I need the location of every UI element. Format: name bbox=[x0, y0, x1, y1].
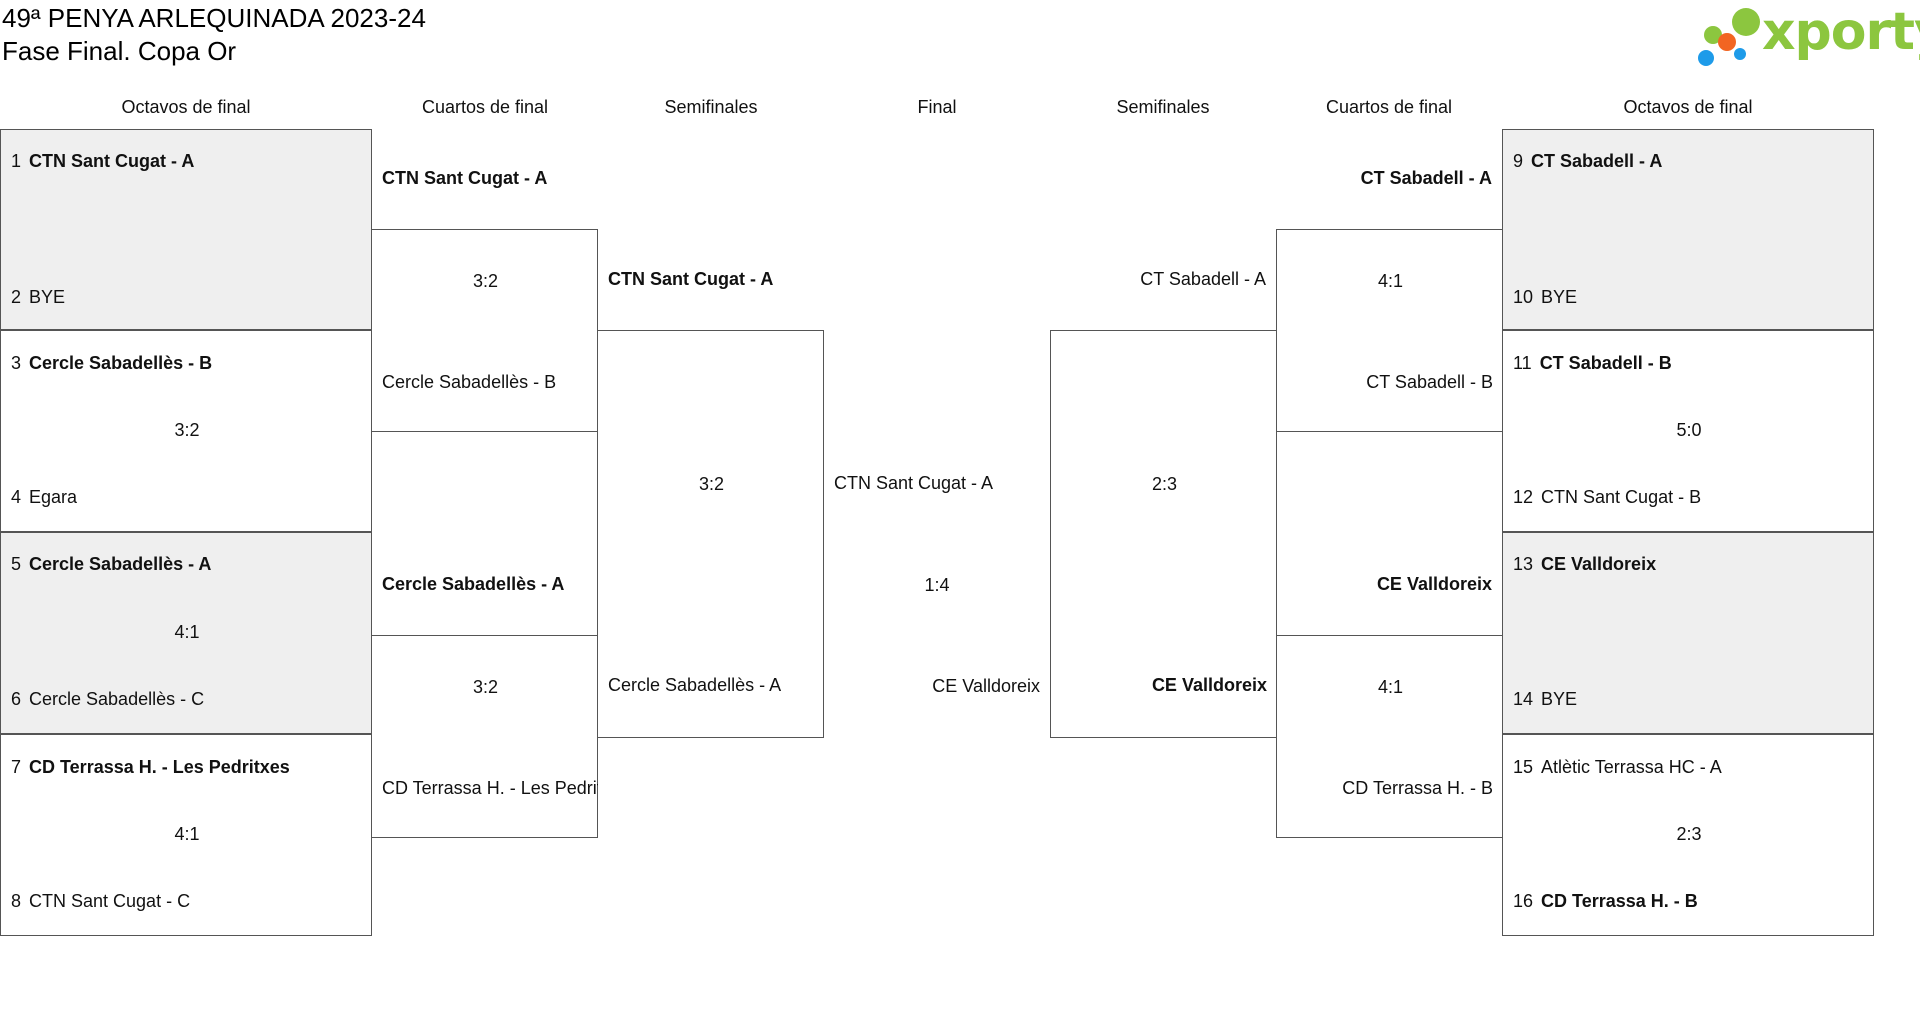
right-semi-team-2[interactable]: CE Valldoreix bbox=[1151, 675, 1267, 695]
left-cuartos-2-team-2[interactable]: CD Terrassa H. - Les Pedritxes bbox=[382, 778, 598, 798]
round-heading-left-semis: Semifinales bbox=[664, 97, 758, 117]
left-semi-team-2[interactable]: Cercle Sabadellès - A bbox=[608, 675, 782, 695]
right-semi-team-1[interactable]: CT Sabadell - A bbox=[1140, 269, 1266, 289]
right-cuartos-1-team-2[interactable]: CT Sabadell - B bbox=[1366, 372, 1493, 392]
right-cuartos-match-1: 4:1 CT Sabadell - B bbox=[1276, 229, 1503, 432]
match-score: 3:2 bbox=[472, 271, 499, 291]
left-semi-match: 3:2 Cercle Sabadellès - A bbox=[597, 330, 824, 738]
logo-text: xporty bbox=[1762, 2, 1920, 62]
left-cuartos-match-2: 3:2 CD Terrassa H. - Les Pedritxes bbox=[371, 635, 598, 838]
right-semi-match: 2:3 CE Valldoreix bbox=[1050, 330, 1277, 738]
round-heading-right-octavos: Octavos de final bbox=[1623, 97, 1753, 117]
left-cuartos-2-team-1[interactable]: Cercle Sabadellès - A bbox=[382, 574, 565, 594]
final-team-1[interactable]: CTN Sant Cugat - A bbox=[834, 473, 994, 493]
match-score: 4:1 bbox=[174, 622, 200, 642]
match-score: 4:1 bbox=[1377, 677, 1404, 697]
logo-dot-green-small-icon bbox=[1704, 26, 1722, 44]
logo-dot-blue-small-icon bbox=[1734, 48, 1746, 60]
title-line-2: Fase Final. Copa Or bbox=[2, 36, 237, 66]
logo-dot-green-icon bbox=[1732, 8, 1760, 36]
right-cuartos-2-team-1[interactable]: CE Valldoreix bbox=[1376, 574, 1492, 594]
title-line-1: 49ª PENYA ARLEQUINADA 2023-24 bbox=[2, 3, 426, 33]
right-cuartos-1-team-1[interactable]: CT Sabadell - A bbox=[1360, 168, 1492, 188]
final-team-2[interactable]: CE Valldoreix bbox=[932, 676, 1040, 696]
logo-dot-orange-icon bbox=[1718, 33, 1736, 51]
left-cuartos-1-team-2[interactable]: Cercle Sabadellès - B bbox=[382, 372, 557, 392]
final-score: 1:4 bbox=[924, 575, 950, 595]
match-score: 3:2 bbox=[472, 677, 499, 697]
left-cuartos-match-1: 3:2 Cercle Sabadellès - B bbox=[371, 229, 598, 432]
match-score: 2:3 bbox=[1151, 474, 1178, 494]
round-heading-left-octavos: Octavos de final bbox=[121, 97, 251, 117]
match-score: 3:2 bbox=[698, 474, 725, 494]
logo-dot-blue-icon bbox=[1698, 50, 1714, 66]
match-score: 5:0 bbox=[1676, 420, 1702, 440]
match-score: 3:2 bbox=[174, 420, 200, 440]
round-heading-final: Final bbox=[917, 97, 957, 117]
round-heading-left-cuartos: Cuartos de final bbox=[421, 97, 549, 117]
round-heading-right-semis: Semifinales bbox=[1116, 97, 1210, 117]
right-cuartos-2-team-2[interactable]: CD Terrassa H. - B bbox=[1342, 778, 1493, 798]
right-cuartos-match-2: 4:1 CD Terrassa H. - B bbox=[1276, 635, 1503, 838]
round-heading-right-cuartos: Cuartos de final bbox=[1325, 97, 1453, 117]
tournament-title: 49ª PENYA ARLEQUINADA 2023-24 Fase Final… bbox=[2, 2, 426, 68]
xporty-logo: xporty bbox=[1698, 2, 1920, 68]
left-semi-team-1[interactable]: CTN Sant Cugat - A bbox=[608, 269, 774, 289]
left-cuartos-1-team-1[interactable]: CTN Sant Cugat - A bbox=[382, 168, 548, 188]
match-score: 4:1 bbox=[1377, 271, 1404, 291]
match-score: 4:1 bbox=[174, 824, 200, 844]
match-score: 2:3 bbox=[1676, 824, 1702, 844]
